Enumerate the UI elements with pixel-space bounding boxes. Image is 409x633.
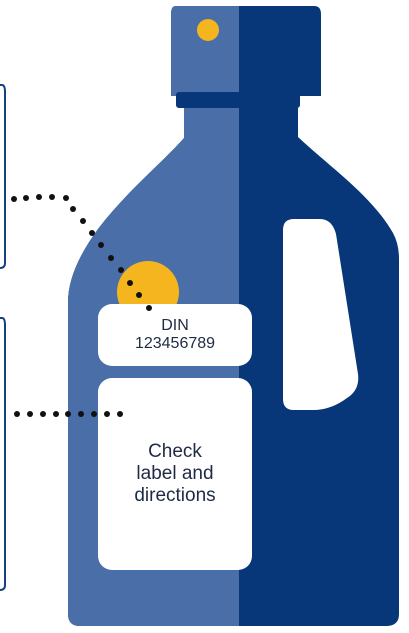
din-label-panel [98, 304, 252, 366]
bottle-neck-ring [176, 92, 300, 108]
left-lower-outline-box [0, 317, 6, 591]
left-upper-outline-box [0, 84, 6, 269]
cap-yellow-dot [197, 19, 219, 41]
bottle-handle-cutout [283, 219, 359, 410]
upper-dotted-connector [11, 194, 152, 311]
directions-label-panel [98, 378, 252, 570]
din-title: DIN [161, 317, 189, 334]
bottle-cap-light-half [171, 6, 239, 96]
lower-dotted-connector [14, 411, 123, 417]
check-label-text: Check label and directions [134, 441, 216, 506]
din-label: DIN 123456789 [98, 304, 252, 366]
din-number: 123456789 [134, 335, 216, 352]
